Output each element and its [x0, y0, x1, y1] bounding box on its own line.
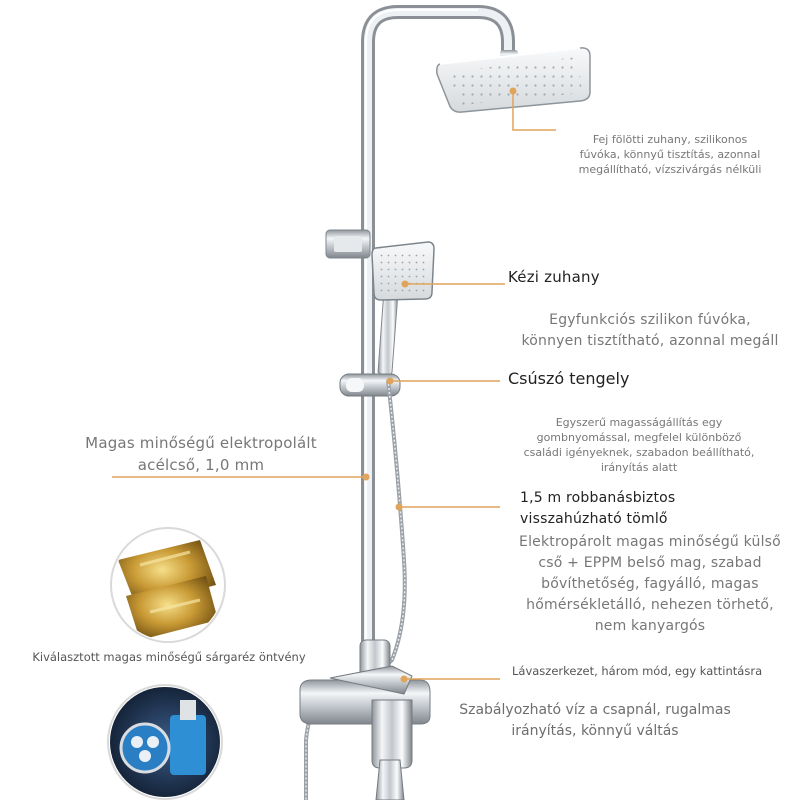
callout-lines [112, 91, 556, 680]
hand-shower-title: Kézi zuhany [508, 268, 600, 286]
slider-bracket [339, 373, 401, 397]
lever-desc: Lávaszerkezet, három mód, egy kattintásr… [512, 664, 763, 678]
hand-shower-holder [325, 229, 371, 259]
callout-dots [362, 87, 517, 683]
tap-desc: Szabályozható víz a csapnál, rugalmas ir… [459, 702, 731, 739]
brass-desc: Kiválasztott magas minőségű sárgaréz önt… [32, 650, 306, 664]
overhead-shower-desc: Fej fölötti zuhany, szilikonos fúvóka, k… [578, 133, 762, 176]
hose-desc: Elektropárolt magas minőségű külső cső +… [519, 534, 781, 634]
hand-shower-desc: Egyfunkciós szilikon fúvóka, könnyen tis… [521, 312, 779, 349]
mixer-tap [299, 639, 431, 800]
overhead-shower-head [436, 47, 591, 113]
slider-desc: Egyszerű magasságállítás egy gombnyomáss… [523, 416, 755, 474]
valve-cartridge-inset [107, 684, 223, 800]
slider-title: Csúszó tengely [508, 369, 630, 388]
pipe-desc: Magas minőségű elektropolált acélcső, 1,… [85, 434, 317, 474]
brass-cast-inset [110, 527, 226, 643]
hand-shower [371, 241, 435, 379]
hose-title: 1,5 m robbanásbiztos visszahúzható tömlő [520, 490, 676, 527]
